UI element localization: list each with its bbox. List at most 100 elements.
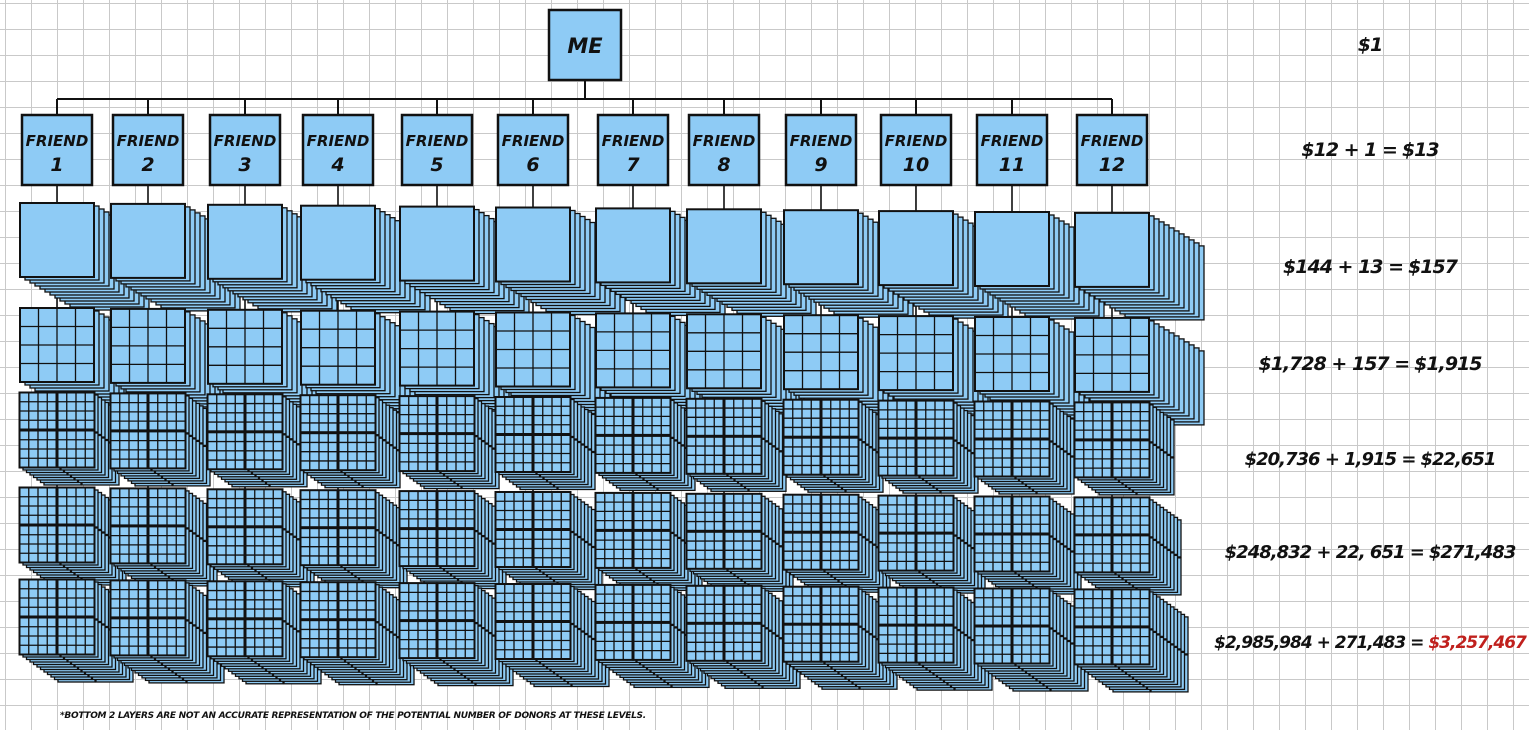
- friend-box: [111, 113, 185, 187]
- friend-box: [301, 113, 375, 187]
- friend-node-11: FRIEND 11: [975, 113, 1049, 187]
- donor-stack-level-2: [19, 202, 150, 311]
- level-total: $22,651: [1420, 448, 1496, 470]
- level-total: $13: [1401, 139, 1440, 161]
- friend-label: FRIEND: [406, 132, 469, 150]
- friend-number: 11: [999, 154, 1025, 176]
- friend-number: 6: [526, 154, 539, 176]
- level-expression: $1,728 + 157 =: [1258, 353, 1411, 375]
- level-3-amount: $1,728 + 157 = $1,915: [1220, 349, 1520, 379]
- donor-box: [399, 205, 475, 282]
- level-expression: $248,832 + 22, 651 =: [1224, 541, 1425, 563]
- level-0-amount: $1: [1220, 30, 1520, 60]
- donor-stack-level-5: [723, 530, 794, 592]
- donor-box: [19, 202, 95, 278]
- donor-stack-level-3: [878, 315, 1009, 424]
- friend-node-1: FRIEND 1: [20, 113, 94, 187]
- donor-stack-level-6: [56, 616, 134, 683]
- friend-box: [1075, 113, 1149, 187]
- friend-number: 7: [626, 154, 640, 176]
- friend-node-2: FRIEND 2: [111, 113, 185, 187]
- donor-box: [495, 206, 571, 283]
- donor-box: [783, 209, 859, 286]
- level-5-amount: $248,832 + 22, 651 = $271,483: [1220, 537, 1520, 567]
- donor-stack-level-4: [915, 437, 979, 494]
- donor-stack-level-6: [436, 620, 514, 687]
- friend-node-4: FRIEND 4: [301, 113, 375, 187]
- friend-box: [596, 113, 670, 187]
- level-2-amount: $144 + 13 = $157: [1220, 252, 1520, 282]
- friend-box: [784, 113, 858, 187]
- friend-node-9: FRIEND 9: [784, 113, 858, 187]
- donor-stack-level-5: [1111, 534, 1182, 596]
- friend-label: FRIEND: [26, 132, 89, 150]
- friend-label: FRIEND: [117, 132, 180, 150]
- donor-stack-level-5: [147, 525, 218, 587]
- friend-box: [687, 113, 761, 187]
- donor-stack-level-4: [820, 436, 884, 493]
- donor-stack-level-4: [532, 396, 596, 453]
- donor-box: [300, 204, 376, 281]
- level-total: $157: [1408, 256, 1458, 278]
- donor-box: [686, 208, 762, 285]
- donor-stack-level-2: [595, 207, 726, 317]
- donor-stack-level-4: [532, 434, 596, 491]
- friend-nodes: FRIEND1FRIEND2FRIEND3FRIEND4FRIEND5FRIEN…: [20, 113, 1149, 187]
- friend-label: FRIEND: [885, 132, 948, 150]
- root-box: [547, 8, 623, 82]
- level-6-amount: $2,985,984 + 271,483 = $3,257,467: [1214, 628, 1527, 658]
- donor-stack-level-6: [1111, 626, 1189, 693]
- friend-number: 4: [330, 154, 344, 176]
- donor-box: [595, 207, 671, 284]
- friend-node-5: FRIEND 5: [400, 113, 474, 187]
- friend-number: 1: [50, 154, 63, 176]
- level-expression: $1: [1357, 34, 1383, 56]
- friend-box: [208, 113, 282, 187]
- friend-number: 10: [903, 154, 929, 176]
- donor-stack-level-5: [915, 532, 986, 594]
- donor-box: [1074, 211, 1150, 288]
- root-label: ME: [567, 34, 603, 58]
- donor-box: [110, 202, 186, 279]
- friend-number: 3: [238, 154, 251, 176]
- donor-box: [878, 210, 954, 287]
- friend-label: FRIEND: [981, 132, 1044, 150]
- friend-box: [20, 113, 94, 187]
- friend-label: FRIEND: [790, 132, 853, 150]
- donor-stack-level-2: [495, 206, 626, 316]
- friend-label: FRIEND: [502, 132, 565, 150]
- root-node: ME: [547, 8, 623, 82]
- friend-label: FRIEND: [1081, 132, 1144, 150]
- donor-stack-level-5: [1011, 495, 1082, 557]
- donor-stack-level-6: [532, 621, 610, 688]
- level-expression: $144 + 13 =: [1283, 256, 1404, 278]
- grand-total: $3,257,467: [1428, 633, 1527, 653]
- donor-box: [974, 211, 1050, 287]
- friend-box: [400, 113, 474, 187]
- friend-number: 5: [430, 154, 443, 176]
- friend-node-10: FRIEND 10: [879, 113, 953, 187]
- donor-stack-level-4: [244, 431, 308, 488]
- friend-label: FRIEND: [693, 132, 756, 150]
- friend-node-6: FRIEND 6: [496, 113, 570, 187]
- level-total: $271,483: [1428, 541, 1517, 563]
- donor-stack-level-2: [1074, 211, 1205, 321]
- donor-tree-diagram: ME FRIEND1FRIEND2FRIEND3FRIEND4FRIEND5FR…: [18, 8, 1205, 693]
- level-expression: $20,736 + 1,915 =: [1244, 448, 1417, 470]
- friend-number: 2: [141, 154, 154, 176]
- donor-stack-level-4: [723, 435, 787, 492]
- donor-stack-level-4: [1011, 438, 1075, 495]
- level-1-amount: $12 + 1 = $13: [1220, 135, 1520, 165]
- donor-stack-level-6: [1011, 625, 1089, 692]
- donor-stack-level-6: [337, 619, 415, 686]
- level-total: $1,915: [1414, 353, 1482, 375]
- friend-number: 9: [814, 154, 827, 176]
- level-4-amount: $20,736 + 1,915 = $22,651: [1220, 444, 1520, 474]
- donor-stack-level-4: [436, 433, 500, 490]
- friend-label: FRIEND: [307, 132, 370, 150]
- donor-stack-level-4: [337, 432, 401, 489]
- donor-stack-level-4: [1111, 439, 1175, 496]
